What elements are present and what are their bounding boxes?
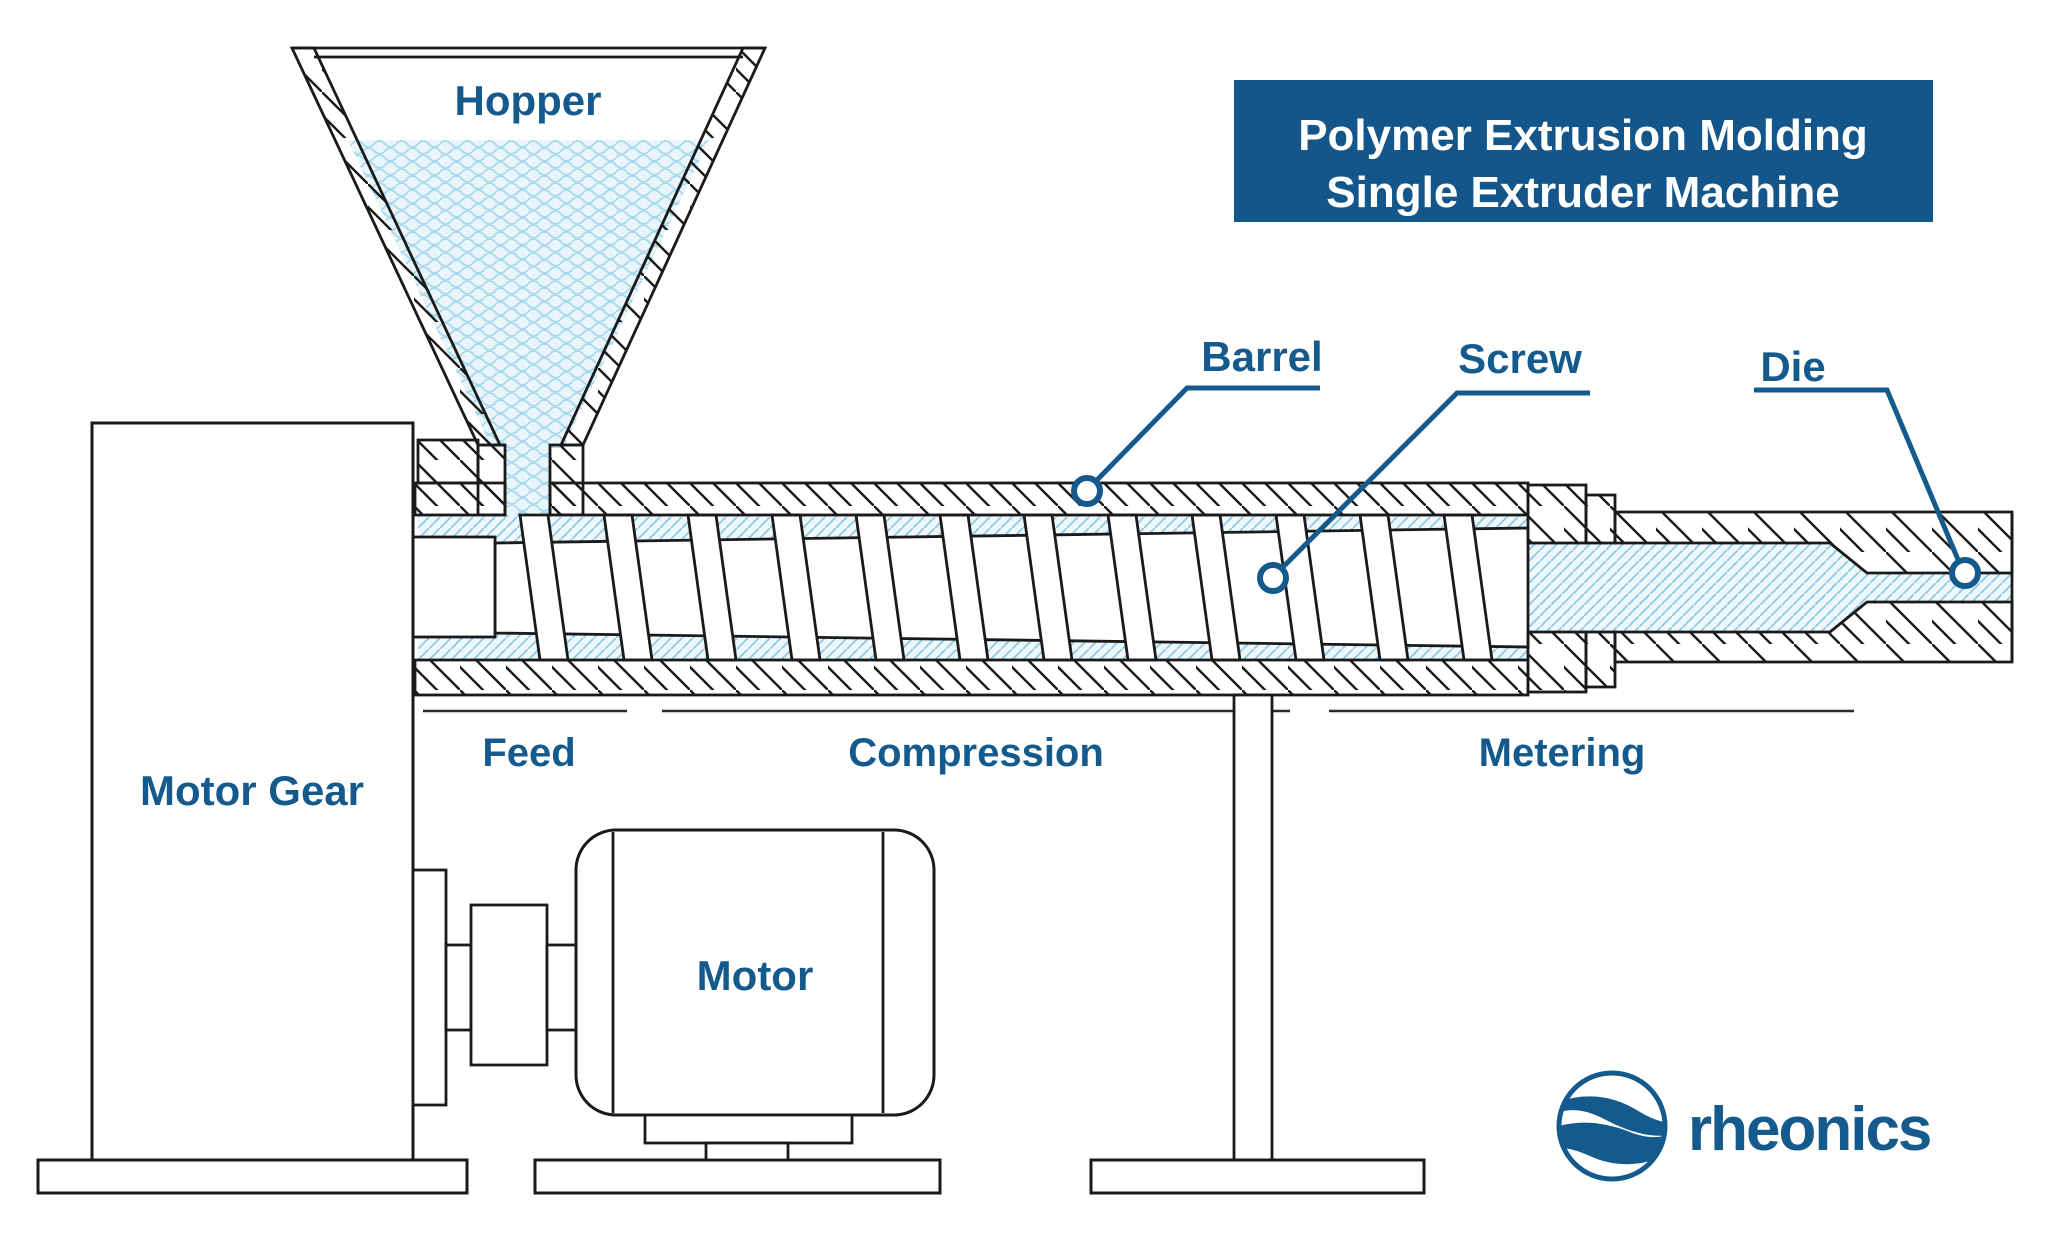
motor-gear: Motor Gear [90, 421, 415, 1162]
hopper: Hopper [289, 46, 768, 560]
motor-mount [643, 1113, 854, 1145]
screw-shaft [411, 535, 497, 639]
leader-die: Die [1754, 343, 1981, 589]
adapter-top [1584, 493, 1617, 545]
gearbox-flange [411, 868, 448, 1107]
shaft-2 [545, 943, 578, 1032]
die-assembly [1526, 483, 2014, 694]
flange-bottom [1526, 630, 1588, 694]
hopper-label: Hopper [455, 77, 602, 124]
compression-label: Compression [848, 731, 1104, 775]
logo-text: rheonics [1688, 1095, 1930, 1164]
support-column [1232, 693, 1274, 1162]
hopper-fill [348, 140, 709, 560]
metering-label: Metering [1479, 731, 1646, 775]
barrel-label: Barrel [1201, 333, 1322, 380]
motor-foot [704, 1141, 790, 1162]
flange-top [1526, 483, 1588, 545]
adapter-bottom [1584, 630, 1617, 689]
melt-die-channel [1528, 543, 2012, 632]
barrel-leader-dot [1071, 475, 1103, 507]
base-plate-motor [533, 1158, 942, 1195]
motor: Motor [411, 828, 936, 1162]
motor-label: Motor [697, 952, 814, 999]
barrel-wall-top [548, 481, 1530, 517]
screw-leader-dot [1257, 562, 1289, 594]
die-label: Die [1760, 343, 1825, 390]
screw-label: Screw [1458, 335, 1582, 382]
shaft-1 [444, 943, 473, 1032]
zone-compression: Compression [662, 709, 1290, 775]
coupling [469, 903, 549, 1067]
logo: rheonics [1556, 1070, 1932, 1182]
zone-metering: Metering [1329, 709, 1854, 775]
title-line-1: Polymer Extrusion Molding [1298, 111, 1868, 160]
barrel-wall-top-left [413, 481, 507, 517]
title-box: Polymer Extrusion Molding Single Extrude… [1234, 80, 1933, 222]
leader-barrel: Barrel [1071, 333, 1323, 507]
barrel-throat-block [416, 438, 480, 485]
zone-feed: Feed [423, 709, 627, 775]
base-plate-right [1089, 1158, 1426, 1195]
leader-screw: Screw [1257, 335, 1590, 594]
motor-gear-label: Motor Gear [140, 767, 364, 814]
logo-waves-icon [1559, 1096, 1665, 1165]
base-plate-left [36, 1158, 469, 1195]
feed-label: Feed [482, 731, 575, 775]
title-line-2: Single Extruder Machine [1326, 168, 1839, 217]
barrel-wall-bottom [413, 658, 1530, 697]
die-leader-dot [1949, 557, 1981, 589]
